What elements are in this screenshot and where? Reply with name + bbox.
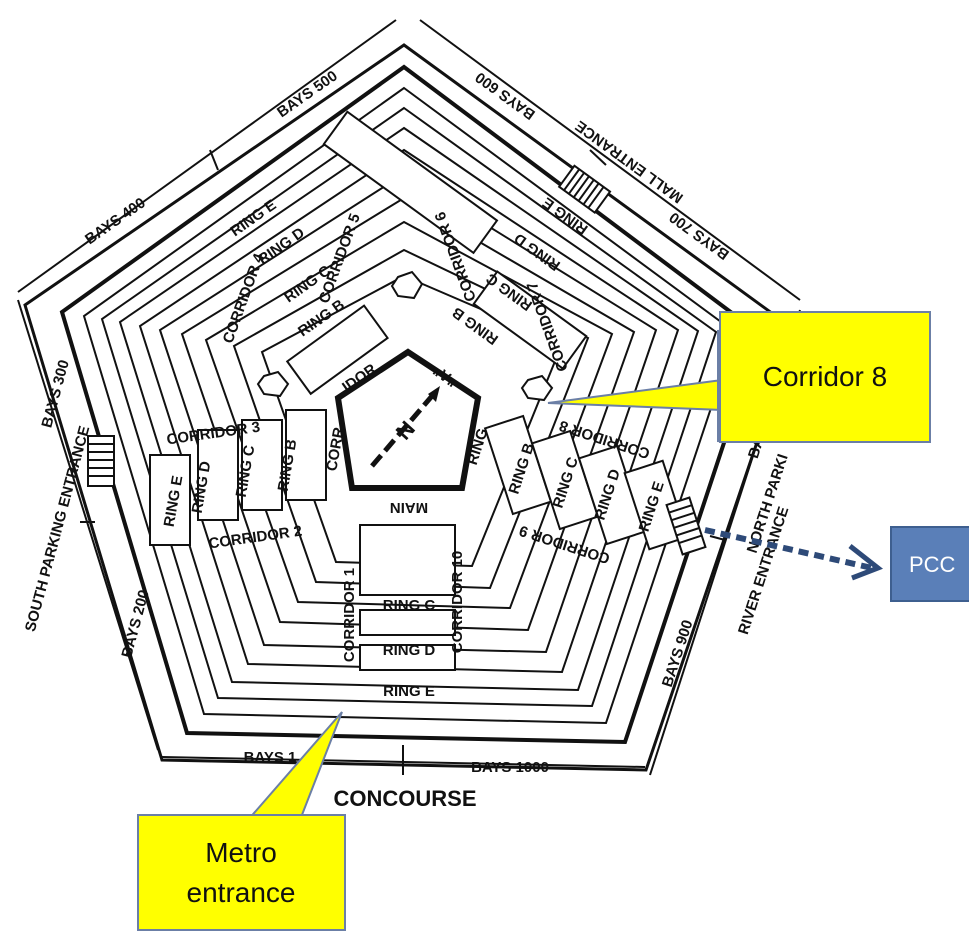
concourse-label: CONCOURSE <box>333 786 476 811</box>
pcc-arrow <box>704 527 884 581</box>
metro-callout-line2: entrance <box>187 877 296 908</box>
corridor-10-label: CORRIDOR 10 <box>449 551 466 654</box>
corridor-8-callout: Corridor 8 <box>547 311 931 443</box>
metro-callout-line1: Metro <box>205 837 277 868</box>
bays-200-label: BAYS 200 <box>118 588 152 660</box>
bays-400-label: BAYS 400 <box>82 194 149 248</box>
bays-100-label: BAYS 1 <box>244 749 297 766</box>
entrance-stairs <box>87 164 707 556</box>
ring-d-label-right: RING D <box>511 229 564 274</box>
metro-entrance-callout: Metro entrance <box>137 711 346 931</box>
corridor-1-label: CORRIDOR 1 <box>341 568 358 662</box>
corridor-8-callout-text: Corridor 8 <box>763 361 887 392</box>
ring-c-label-bottom: RING C <box>383 597 436 614</box>
ring-d-label-bottom: RING D <box>383 642 436 659</box>
south-parking-entrance-label: SOUTH PARKING ENTRANCE <box>22 424 93 633</box>
wing-blocks <box>149 110 689 671</box>
bays-700-label: BAYS 700 <box>666 208 732 263</box>
pcc-box: PCC <box>890 526 969 602</box>
main-corridor-main: MAIN <box>390 499 428 516</box>
ring-e-label-bottom: RING E <box>383 683 435 700</box>
kiosks <box>256 270 554 402</box>
bays-600-label: BAYS 600 <box>472 68 538 123</box>
bays-1000-label: BAYS 1000 <box>471 759 549 776</box>
central-courtyard <box>334 348 482 491</box>
main-corridor-corr: CORR <box>323 426 347 473</box>
pcc-label: PCC <box>909 552 956 577</box>
